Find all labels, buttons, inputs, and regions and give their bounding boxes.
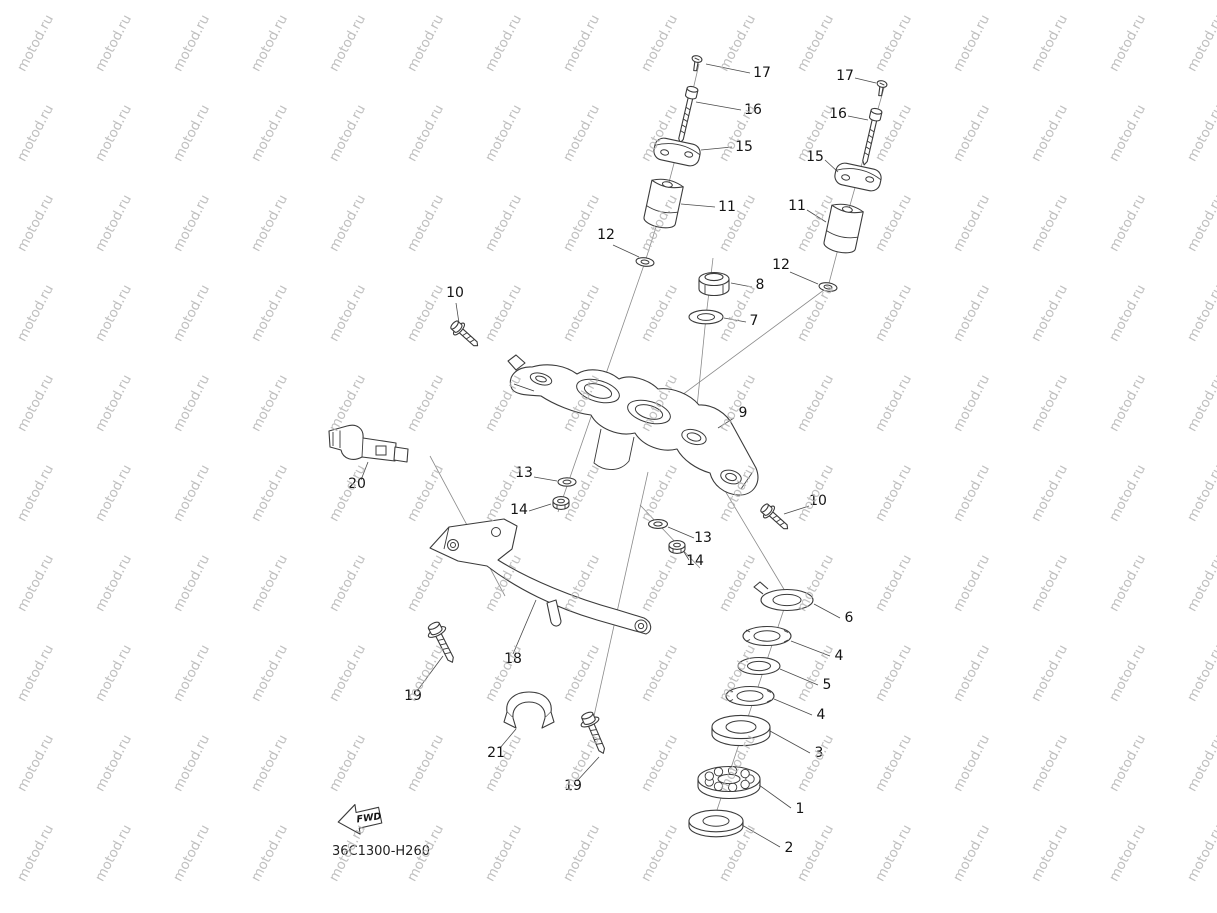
part-number-label-3: 3: [815, 745, 824, 761]
part-number-label-11: 11: [788, 198, 806, 214]
part-number-label-17: 17: [836, 68, 854, 84]
part-number-label-20: 20: [348, 476, 366, 492]
part-number-label-19: 19: [404, 688, 422, 704]
part-number-label-17: 17: [753, 65, 771, 81]
part-number-label-15: 15: [806, 149, 824, 165]
part-8-steering-nut: [698, 271, 730, 297]
diagram-code: 36C1300-H260: [332, 844, 430, 859]
part-number-label-9: 9: [739, 405, 748, 421]
part-number-label-10: 10: [809, 493, 827, 509]
part-number-label-7: 7: [750, 313, 759, 329]
part-1-bearing: [697, 765, 761, 800]
part-number-label-2: 2: [785, 840, 794, 856]
part-number-label-1: 1: [796, 801, 805, 817]
part-14-nut: [668, 540, 686, 554]
part-number-label-12: 12: [772, 257, 790, 273]
part-number-label-13: 13: [694, 530, 712, 546]
part-number-label-4: 4: [835, 648, 844, 664]
part-3-bearing-cover: [711, 714, 771, 747]
part-number-label-10: 10: [446, 285, 464, 301]
part-number-label-21: 21: [487, 745, 505, 761]
part-number-label-13: 13: [515, 465, 533, 481]
part-5-washer: [737, 656, 781, 676]
part-14-nut: [552, 496, 570, 510]
part-number-label-11: 11: [718, 199, 736, 215]
part-7-washer: [688, 309, 724, 325]
part-number-label-16: 16: [744, 102, 762, 118]
part-number-label-8: 8: [756, 277, 765, 293]
part-13-washer: [557, 477, 577, 487]
part-number-label-4: 4: [817, 707, 826, 723]
part-number-label-12: 12: [597, 227, 615, 243]
part-number-label-14: 14: [510, 502, 528, 518]
part-number-label-16: 16: [829, 106, 847, 122]
part-number-label-15: 15: [735, 139, 753, 155]
part-number-label-14: 14: [686, 553, 704, 569]
part-4-ring-nut: [742, 625, 792, 647]
part-number-label-6: 6: [845, 610, 854, 626]
part-number-label-19: 19: [564, 778, 582, 794]
part-4-ring-nut: [725, 685, 775, 707]
part-number-label-18: 18: [504, 651, 522, 667]
part-number-label-5: 5: [823, 677, 832, 693]
part-2-seal-washer: [688, 809, 744, 838]
part-13-washer: [647, 519, 669, 529]
